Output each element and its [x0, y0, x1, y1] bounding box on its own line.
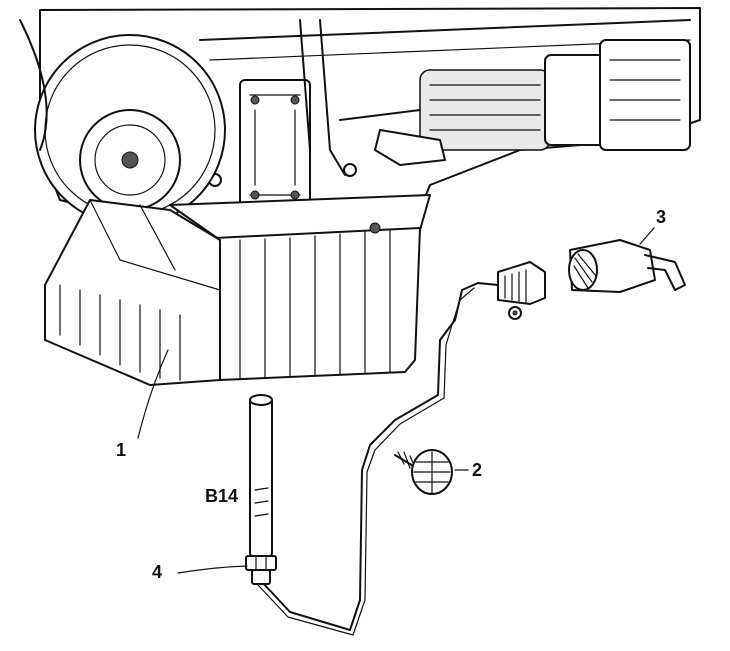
leader-oil-pan [137, 349, 169, 439]
callout-sensor-code: B14 [205, 486, 239, 506]
callout-sensor-nut: 4 [152, 562, 163, 582]
sensor-harness-inner [257, 287, 475, 636]
connector-plug [477, 239, 686, 320]
harness-clip [394, 449, 453, 495]
callout-oil-pan: 1 [116, 440, 127, 460]
sensor-harness [261, 282, 479, 631]
callout-clip: 2 [472, 460, 483, 480]
oil-sensor [245, 394, 277, 585]
callout-connector: 3 [656, 207, 667, 227]
oil-pan [44, 194, 431, 386]
leader-connector [639, 227, 655, 245]
leader-sensor-nut [177, 565, 248, 574]
